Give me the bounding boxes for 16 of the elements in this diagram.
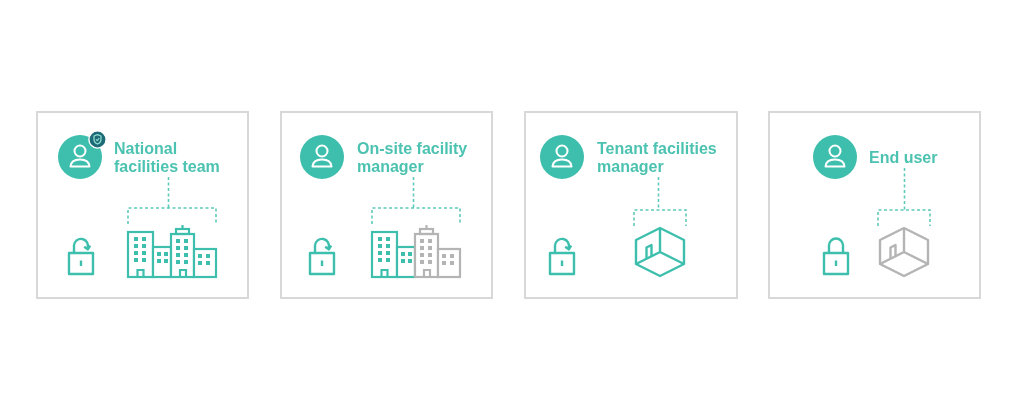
dashed-connector — [127, 176, 217, 225]
dashed-connector — [633, 176, 687, 227]
role-title: National facilities team — [114, 140, 221, 176]
role-card — [280, 111, 493, 299]
room-cube-drawing — [633, 226, 687, 278]
dashed-connector — [371, 176, 461, 225]
dashed-connector — [877, 167, 931, 227]
role-card — [524, 111, 738, 299]
role-title: Tenant facilities manager — [597, 140, 718, 176]
room-cube-drawing — [877, 226, 931, 278]
role-card — [768, 111, 981, 299]
office-buildings-drawing — [127, 224, 217, 278]
role-card — [36, 111, 249, 299]
role-title: End user — [869, 149, 939, 167]
role-title: On-site facility manager — [357, 140, 469, 176]
office-buildings-drawing — [371, 224, 461, 278]
